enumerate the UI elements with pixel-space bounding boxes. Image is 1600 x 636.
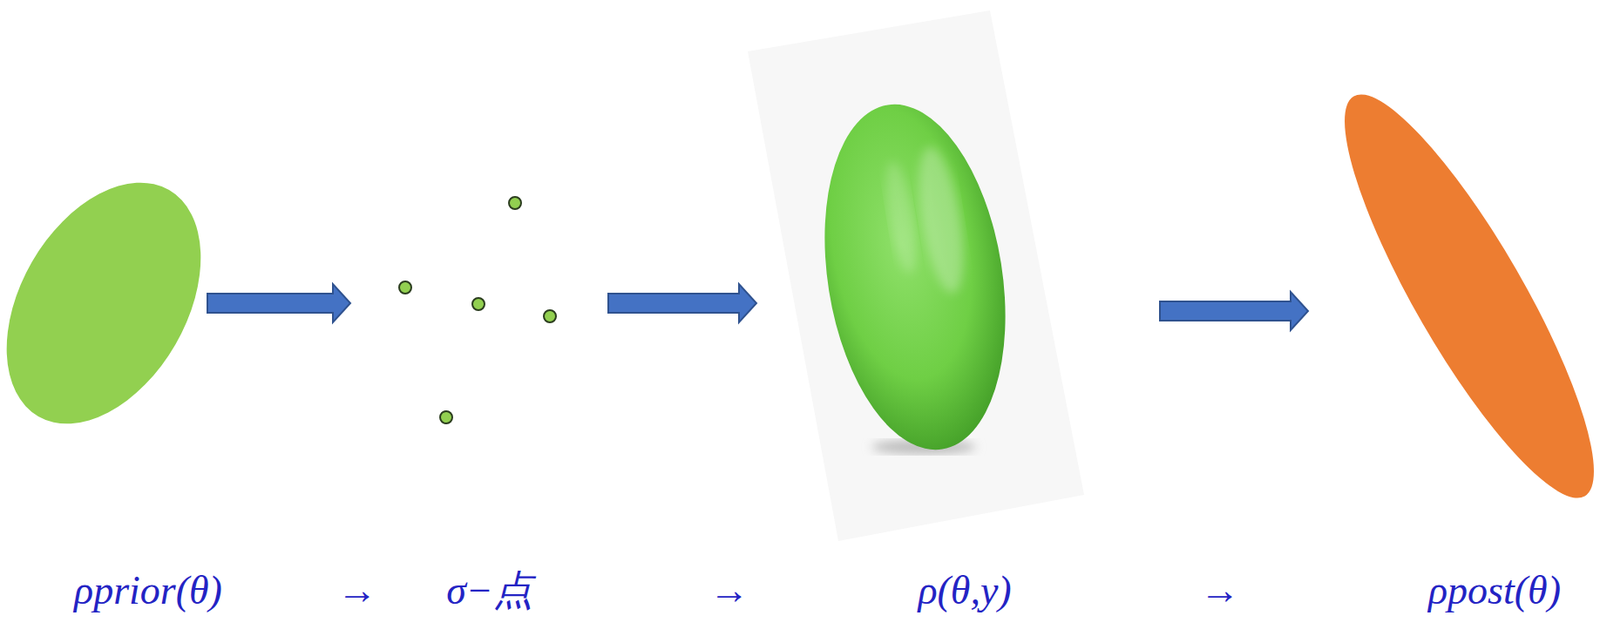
sigma-point <box>472 298 485 311</box>
shape <box>6 177 201 429</box>
block-arrow <box>1159 291 1309 331</box>
shape <box>396 194 559 427</box>
sigma-point <box>440 411 453 424</box>
distribution-label: ρ(θ,y) <box>917 566 1011 615</box>
block-arrow <box>608 284 757 323</box>
flow-arrow-symbol: → <box>1200 566 1241 615</box>
distribution-label: ρpost(θ) <box>1428 566 1561 615</box>
sigma-point <box>508 196 522 210</box>
shape <box>821 100 1009 455</box>
flow-arrow-symbol: → <box>337 566 378 615</box>
sigma-point <box>543 310 556 323</box>
sigma-point <box>399 281 412 294</box>
posterior-ellipse <box>1307 69 1600 524</box>
highlight <box>880 159 923 276</box>
joint-ellipsoid <box>801 91 1029 463</box>
shape <box>1344 94 1594 498</box>
posterior-distribution: ρpost(θ) <box>1344 94 1594 498</box>
prior-ellipse <box>0 149 241 459</box>
highlight <box>910 143 972 297</box>
distribution-label: σ−点 <box>446 566 534 615</box>
joint-distribution: ρ(θ,y) <box>821 100 1009 455</box>
prior-distribution: ρprior(θ) <box>6 177 201 429</box>
distribution-label: ρprior(θ) <box>74 566 223 615</box>
flow-arrow-symbol: → <box>709 566 750 615</box>
sigma-points: σ−点 <box>396 194 559 427</box>
photo-backdrop <box>747 10 1085 542</box>
block-arrow <box>207 284 351 323</box>
